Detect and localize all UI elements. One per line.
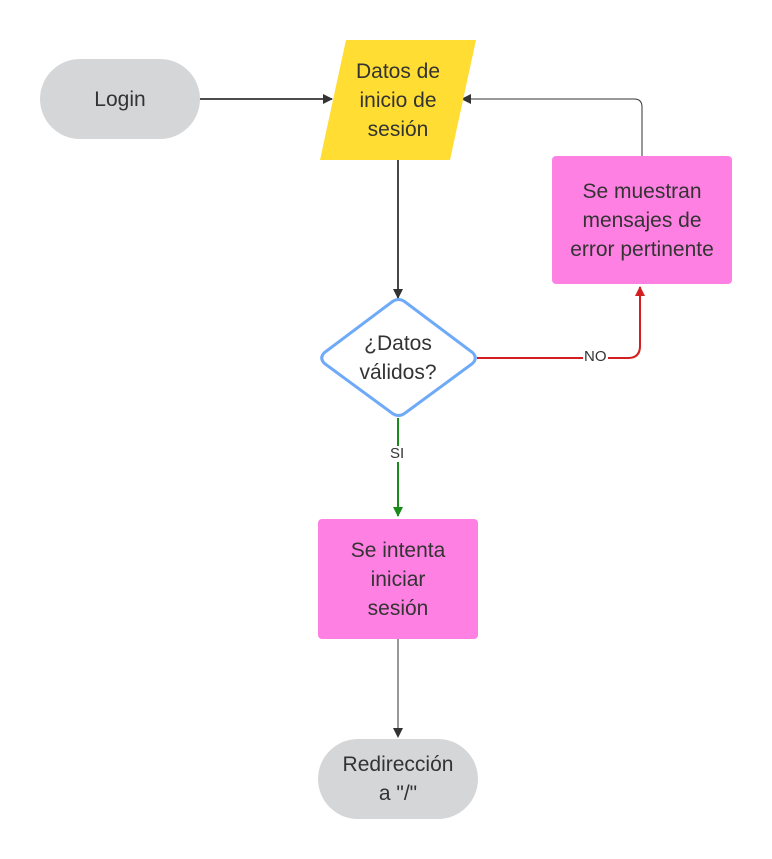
- login-label: Login: [94, 87, 146, 111]
- redireccion-label: Redirección a "/": [342, 753, 454, 805]
- edge-label-no: NO: [583, 348, 608, 365]
- edge-error-to-datos: [461, 94, 643, 156]
- redireccion-terminator: [318, 739, 478, 819]
- datos-validos-diamond: [320, 298, 477, 417]
- login-terminator: [40, 59, 200, 139]
- mensajes-error-label: Se muestran mensajes de error pertinente: [570, 179, 714, 261]
- datos-validos-label: ¿Datos válidos?: [359, 332, 437, 384]
- edge-validos-no-to-error: [477, 286, 645, 359]
- edge-label-si: SI: [389, 445, 406, 462]
- intenta-iniciar-process: [318, 519, 478, 639]
- datos-inicio-parallelogram: [320, 40, 476, 160]
- mensajes-error-process: [552, 156, 732, 284]
- datos-inicio-label: Datos de inicio de sesión: [355, 59, 441, 141]
- intenta-iniciar-label: Se intenta iniciar sesión: [350, 538, 446, 620]
